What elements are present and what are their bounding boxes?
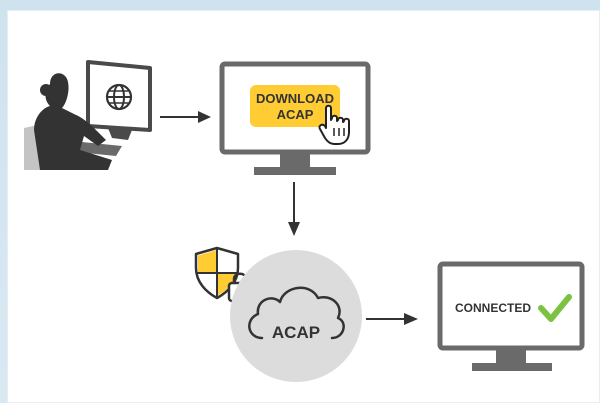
acap-cloud: ACAP bbox=[230, 250, 362, 382]
cloud-icon bbox=[248, 286, 345, 340]
arrow-to-connected bbox=[366, 313, 418, 325]
connected-monitor: CONNECTED bbox=[437, 261, 585, 371]
connected-label: CONNECTED bbox=[455, 301, 531, 315]
arrow-to-download bbox=[160, 111, 211, 123]
globe-icon bbox=[105, 83, 133, 111]
download-button-line2: ACAP bbox=[277, 107, 314, 122]
arrow-to-cloud bbox=[288, 182, 300, 236]
cloud-label: ACAP bbox=[272, 323, 320, 342]
person-at-computer-icon bbox=[24, 60, 152, 170]
pointer-hand-icon bbox=[318, 104, 350, 145]
shield-icon bbox=[194, 246, 240, 300]
download-button-line1: DOWNLOAD bbox=[256, 91, 334, 106]
checkmark-icon bbox=[538, 294, 572, 322]
download-acap-button[interactable]: DOWNLOAD ACAP bbox=[250, 85, 340, 127]
